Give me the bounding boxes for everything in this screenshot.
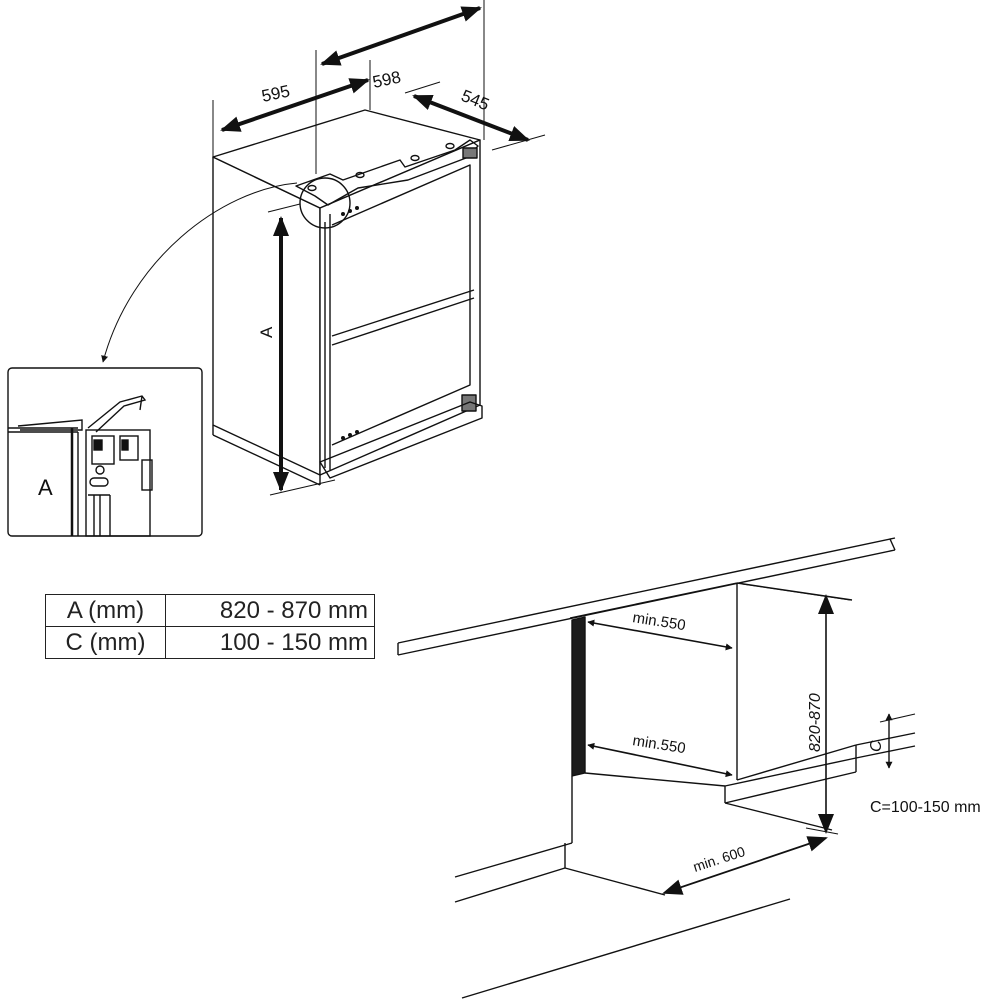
spec-param: A (mm) bbox=[45, 594, 166, 627]
floor-depth-label: min. 600 bbox=[691, 843, 747, 875]
depth-arrow bbox=[320, 6, 482, 66]
table-row: A (mm) 820 - 870 mm bbox=[45, 594, 375, 627]
detail-box bbox=[7, 367, 203, 537]
table-row: C (mm) 100 - 150 mm bbox=[45, 626, 375, 659]
depth-label: 598 bbox=[371, 67, 403, 91]
spec-value: 100 - 150 mm bbox=[165, 626, 375, 659]
detail-label: A bbox=[38, 475, 53, 500]
spec-param: C (mm) bbox=[45, 626, 166, 659]
appliance-dimensions bbox=[220, 6, 530, 492]
width-arrow bbox=[220, 78, 370, 132]
countertop-edge-front bbox=[397, 537, 896, 644]
height-label: 545 bbox=[459, 86, 492, 114]
width-label: 595 bbox=[260, 81, 292, 105]
niche-height-label: 820-870 bbox=[807, 693, 824, 752]
upper-depth-arrow bbox=[587, 619, 733, 651]
lower-depth-arrow bbox=[587, 742, 733, 778]
detail-focus-circle bbox=[299, 177, 351, 229]
lower-depth-label: min.550 bbox=[631, 732, 686, 757]
plinth-label: C bbox=[868, 740, 885, 752]
niche-figure bbox=[397, 537, 916, 999]
plinth-note: C=100-150 mm bbox=[870, 799, 981, 816]
hinge-top-icon bbox=[462, 147, 478, 159]
niche-dimensions bbox=[587, 594, 893, 895]
floor-depth-arrow bbox=[662, 836, 828, 895]
height-arrow-545 bbox=[412, 94, 530, 142]
detail-leader bbox=[101, 182, 298, 363]
floor-line bbox=[461, 898, 791, 999]
mounting-bracket-top bbox=[295, 139, 479, 206]
spec-value: 820 - 870 mm bbox=[165, 594, 375, 627]
cabinet-front bbox=[212, 156, 321, 476]
spec-table: A (mm) 820 - 870 mm C (mm) 100 - 150 mm bbox=[45, 594, 375, 659]
side-panel bbox=[571, 616, 586, 777]
door-height-label: A bbox=[257, 326, 276, 338]
